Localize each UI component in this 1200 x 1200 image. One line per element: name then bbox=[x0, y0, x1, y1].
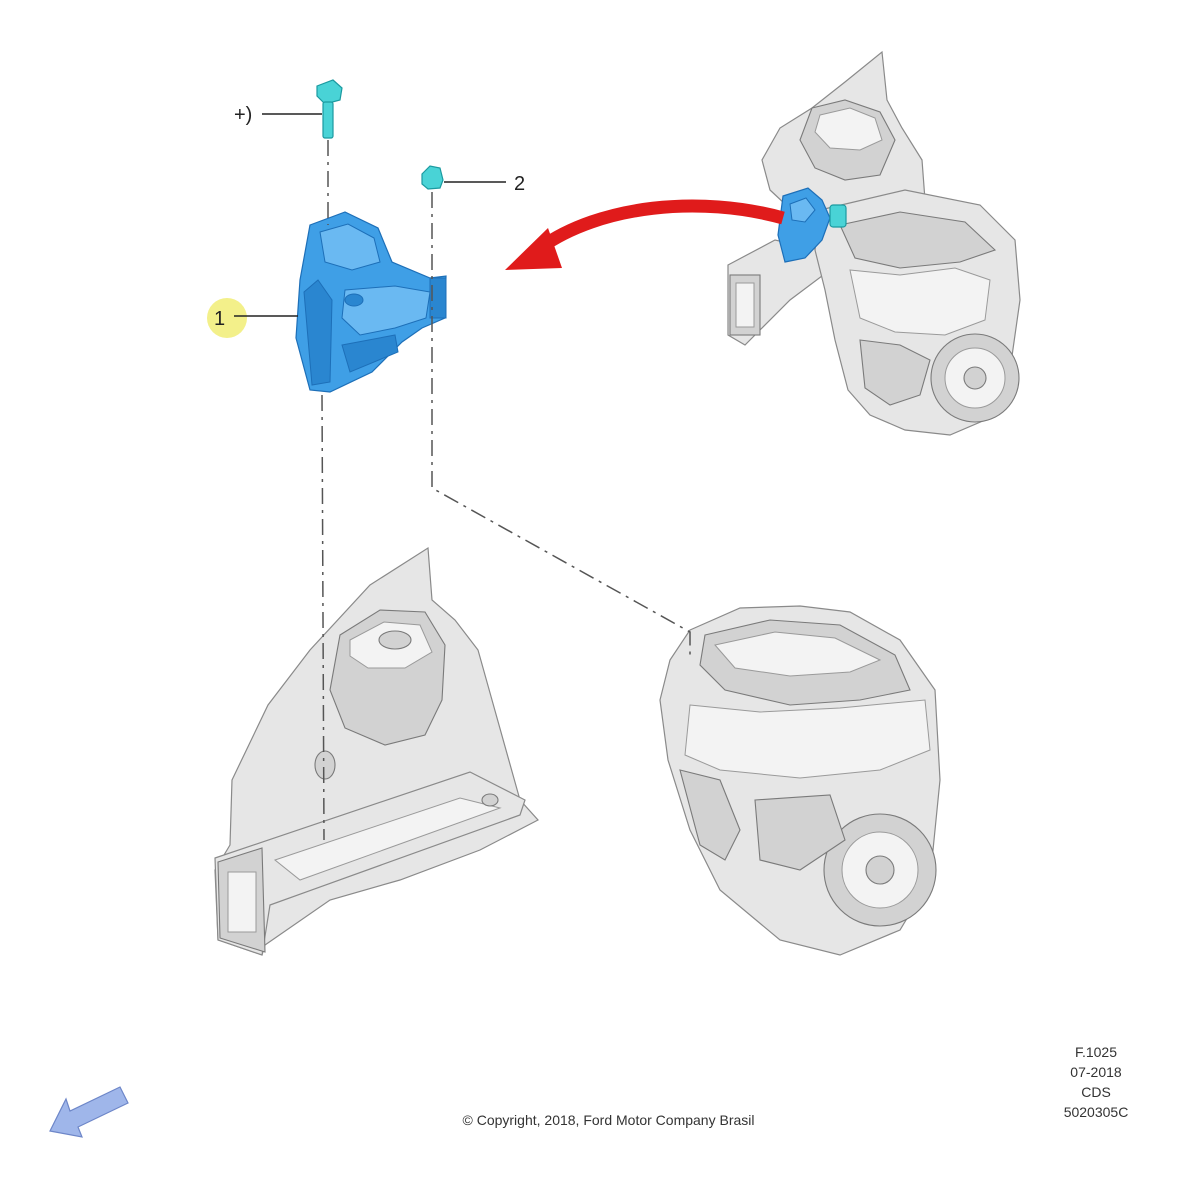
figure-reference-block: F.1025 07-2018 CDS 5020305C bbox=[1036, 1042, 1156, 1122]
engine-block-illustration bbox=[659, 605, 941, 956]
assembly-centerlines bbox=[321, 140, 691, 841]
figure-code: CDS bbox=[1081, 1084, 1111, 1100]
engine-overview-illustration bbox=[727, 50, 1021, 436]
direction-arrow bbox=[505, 199, 785, 270]
callout-fastener-note: +) bbox=[234, 104, 322, 126]
svg-text:2: 2 bbox=[514, 173, 525, 195]
part-1-engine-mount bbox=[295, 211, 447, 393]
figure-number: F.1025 bbox=[1074, 1044, 1118, 1060]
part-2-nut bbox=[421, 165, 444, 190]
copyright-notice: © Copyright, 2018, Ford Motor Company Br… bbox=[462, 1112, 755, 1128]
svg-text:1: 1 bbox=[214, 308, 225, 330]
figure-part-number: 5020305C bbox=[1063, 1104, 1129, 1120]
callout-part-2: 2 bbox=[444, 173, 525, 195]
callout-part-1: 1 bbox=[207, 298, 298, 338]
svg-text:+): +) bbox=[234, 104, 252, 126]
figure-date: 07-2018 bbox=[1070, 1064, 1122, 1080]
back-arrow-icon[interactable] bbox=[46, 1085, 132, 1139]
bolt-fastener bbox=[316, 79, 343, 139]
frame-rail-illustration bbox=[214, 546, 539, 956]
